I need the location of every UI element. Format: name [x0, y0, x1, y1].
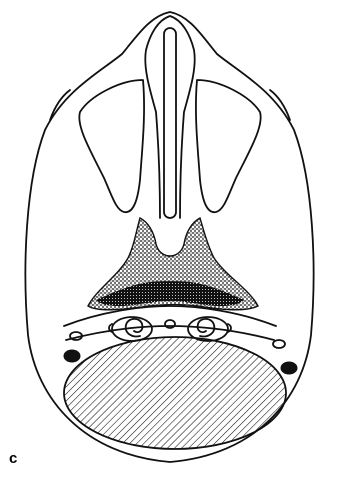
central-septal-structure [145, 16, 194, 218]
right-lower-dark-oval [281, 362, 297, 374]
midline-septum [164, 28, 176, 218]
right-lateral-lobe [196, 80, 261, 212]
left-spiral-structure [109, 317, 152, 341]
hatched-oval-region [64, 337, 286, 449]
right-upper-small-oval [273, 340, 285, 348]
left-lateral-lobe [79, 80, 144, 212]
right-inner-curve [270, 90, 290, 120]
panel-label: c [9, 450, 17, 467]
left-lower-dark-oval [64, 350, 80, 362]
